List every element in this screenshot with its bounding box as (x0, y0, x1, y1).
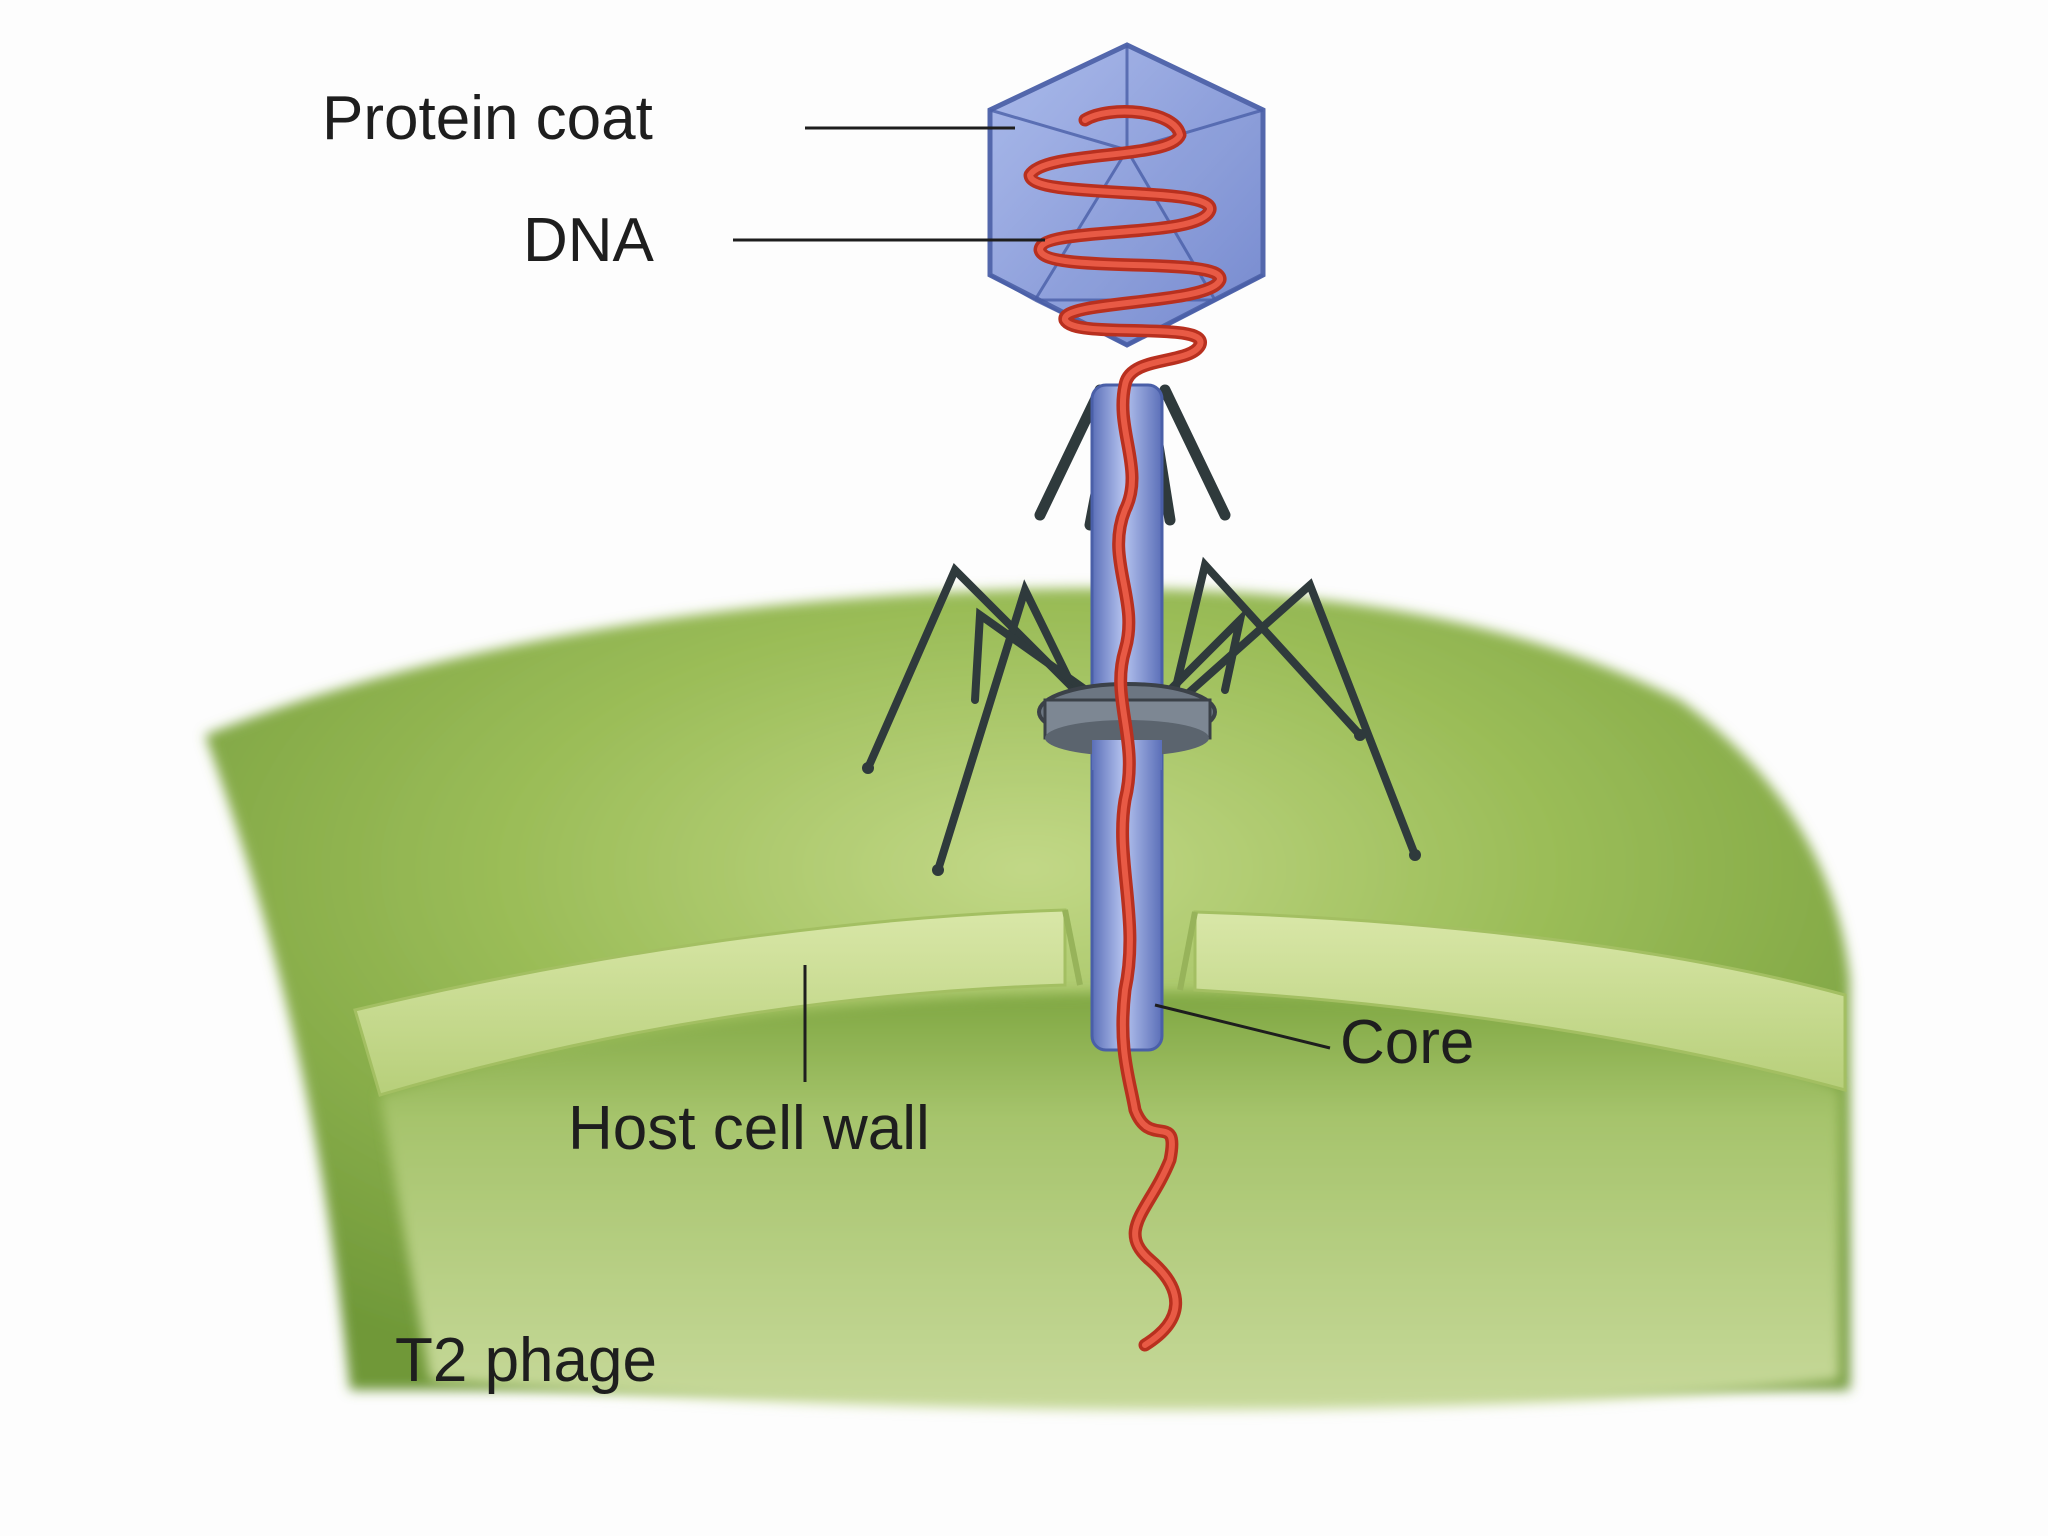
host-cell (205, 588, 1850, 1410)
dna-strand (1023, 105, 1227, 1352)
core-label: Core (1340, 1008, 1475, 1077)
leader-lines (733, 126, 1331, 1082)
host-cell-wall (353, 908, 1847, 1097)
protein-coat-label: Protein coat (322, 84, 653, 153)
dna-label: DNA (523, 206, 654, 275)
tail-fibers (864, 556, 1419, 874)
host-cell-wall-label: Host cell wall (568, 1094, 930, 1163)
tail-fiber-tips (862, 729, 1421, 876)
core-leader (1154, 1003, 1331, 1050)
diagram-caption: T2 phage (395, 1326, 657, 1395)
